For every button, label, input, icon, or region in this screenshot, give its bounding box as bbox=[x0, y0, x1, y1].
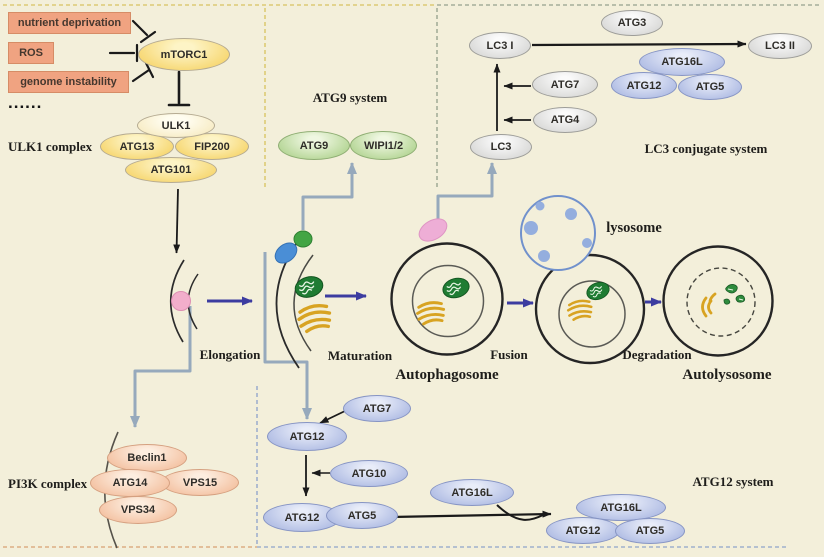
autolysosome-label: Autolysosome bbox=[682, 367, 772, 383]
node-atg14: ATG14 bbox=[90, 469, 170, 497]
nutrient-inhibit-bar bbox=[139, 30, 157, 44]
atg9-system-label: ATG9 system bbox=[312, 90, 388, 105]
node-lc3-i: LC3 I bbox=[469, 32, 531, 59]
mitochondrion-icon bbox=[292, 273, 326, 301]
atg9-marker-green bbox=[293, 230, 313, 248]
lysosome-enzyme-dots bbox=[524, 201, 592, 262]
node-atg101: ATG101 bbox=[125, 157, 217, 183]
lc3-marker-pink bbox=[418, 218, 448, 242]
maturation-to-atg12-connector bbox=[263, 252, 312, 420]
lc3i-to-lc3ii-arrow bbox=[531, 40, 747, 48]
node-atg7-b: ATG7 bbox=[343, 395, 411, 422]
maturation-label: Maturation bbox=[327, 348, 393, 363]
stimulus-genome-instability: genome instability bbox=[8, 71, 129, 93]
node-atg5-lc3: ATG5 bbox=[678, 74, 742, 100]
autophagosome-to-lc3-connector bbox=[436, 162, 497, 222]
pi3k-marker-dot bbox=[171, 291, 191, 311]
node-vps34: VPS34 bbox=[99, 496, 177, 524]
node-cluster-atg5: ATG5 bbox=[615, 518, 685, 544]
autophagosome-outer-membrane bbox=[390, 242, 504, 356]
genome-inhibit-bar bbox=[144, 61, 155, 79]
golgi-cargo-icon bbox=[566, 298, 594, 322]
node-atg5-b: ATG5 bbox=[326, 502, 398, 529]
node-lc3-ii: LC3 II bbox=[748, 33, 812, 59]
section-borders bbox=[3, 4, 821, 548]
stage-arrows bbox=[207, 291, 662, 308]
nutrient-inhibit-line bbox=[131, 19, 149, 37]
stimulus-nutrient-deprivation: nutrient deprivation bbox=[8, 12, 131, 34]
phagophore-outer-membrane bbox=[169, 259, 185, 343]
node-mtorc1: mTORC1 bbox=[138, 38, 230, 71]
node-ulk1: ULK1 bbox=[137, 113, 215, 138]
atg16l-join-curve bbox=[496, 504, 544, 521]
mitochondrion-icon bbox=[440, 274, 472, 302]
autophagosome-vesicle bbox=[390, 218, 504, 356]
degradation-label: Degradation bbox=[622, 347, 692, 362]
elongation-label: Elongation bbox=[199, 347, 261, 362]
node-atg10: ATG10 bbox=[330, 460, 408, 487]
autolysosome-inner-membrane-dashed bbox=[686, 267, 756, 337]
node-atg9: ATG9 bbox=[278, 131, 350, 160]
node-atg7-lc3: ATG7 bbox=[532, 71, 598, 98]
ulk1-complex-label: ULK1 complex bbox=[8, 139, 93, 154]
autophagosome-inner-membrane bbox=[411, 264, 485, 338]
mitochondrion-icon bbox=[583, 278, 613, 304]
pi3k-complex-label: PI3K complex bbox=[8, 476, 88, 491]
more-stimuli-dots: ...... bbox=[8, 93, 43, 112]
node-atg12-lc3: ATG12 bbox=[611, 72, 677, 99]
degraded-cargo bbox=[701, 284, 746, 318]
node-atg16l-lc3: ATG16L bbox=[639, 48, 725, 76]
atg5-to-cluster-arrow bbox=[390, 510, 552, 519]
fusion-inner-membrane bbox=[558, 280, 626, 348]
fusion-vesicle bbox=[520, 195, 646, 365]
fusion-outer-membrane bbox=[534, 253, 646, 365]
node-cluster-atg12: ATG12 bbox=[546, 517, 620, 544]
node-vps15: VPS15 bbox=[161, 469, 239, 496]
node-wipi12: WIPI1/2 bbox=[350, 131, 417, 160]
elongation-inner-membrane bbox=[293, 254, 314, 352]
node-lc3: LC3 bbox=[470, 134, 532, 160]
node-beclin1: Beclin1 bbox=[107, 444, 187, 472]
atg12-system-label: ATG12 system bbox=[692, 474, 774, 489]
lc3-system-label: LC3 conjugate system bbox=[644, 141, 768, 156]
lysosome-label: lysosome bbox=[606, 220, 662, 236]
atg7-to-atg12-arrow bbox=[319, 410, 346, 424]
autophagosome-label: Autophagosome bbox=[395, 367, 499, 383]
inhibition-lines bbox=[108, 19, 191, 107]
node-atg16l-free: ATG16L bbox=[430, 479, 514, 506]
elongating-phagophore bbox=[274, 230, 334, 369]
ulk1-to-phagophore-arrow bbox=[173, 188, 181, 254]
maturation-to-atg9-connector bbox=[301, 162, 357, 230]
stimulus-ros: ROS bbox=[8, 42, 54, 64]
autolysosome-outer-membrane bbox=[662, 245, 774, 357]
black-arrows bbox=[173, 40, 747, 521]
autolysosome-vesicle bbox=[662, 245, 774, 357]
genome-inhibit-line bbox=[131, 68, 151, 83]
node-atg3: ATG3 bbox=[601, 10, 663, 36]
golgi-cargo-icon bbox=[415, 300, 447, 326]
membrane-connectors bbox=[130, 162, 497, 428]
fusion-label: Fusion bbox=[490, 347, 528, 362]
node-atg4: ATG4 bbox=[533, 107, 597, 133]
node-fip200: FIP200 bbox=[175, 133, 249, 160]
atg9-marker-blue bbox=[274, 242, 298, 264]
node-atg13: ATG13 bbox=[100, 133, 174, 160]
golgi-cargo-icon bbox=[295, 302, 334, 334]
phagophore-to-pi3k-connector bbox=[130, 306, 192, 428]
phagophore bbox=[169, 259, 199, 343]
node-atg12-a: ATG12 bbox=[267, 422, 347, 451]
